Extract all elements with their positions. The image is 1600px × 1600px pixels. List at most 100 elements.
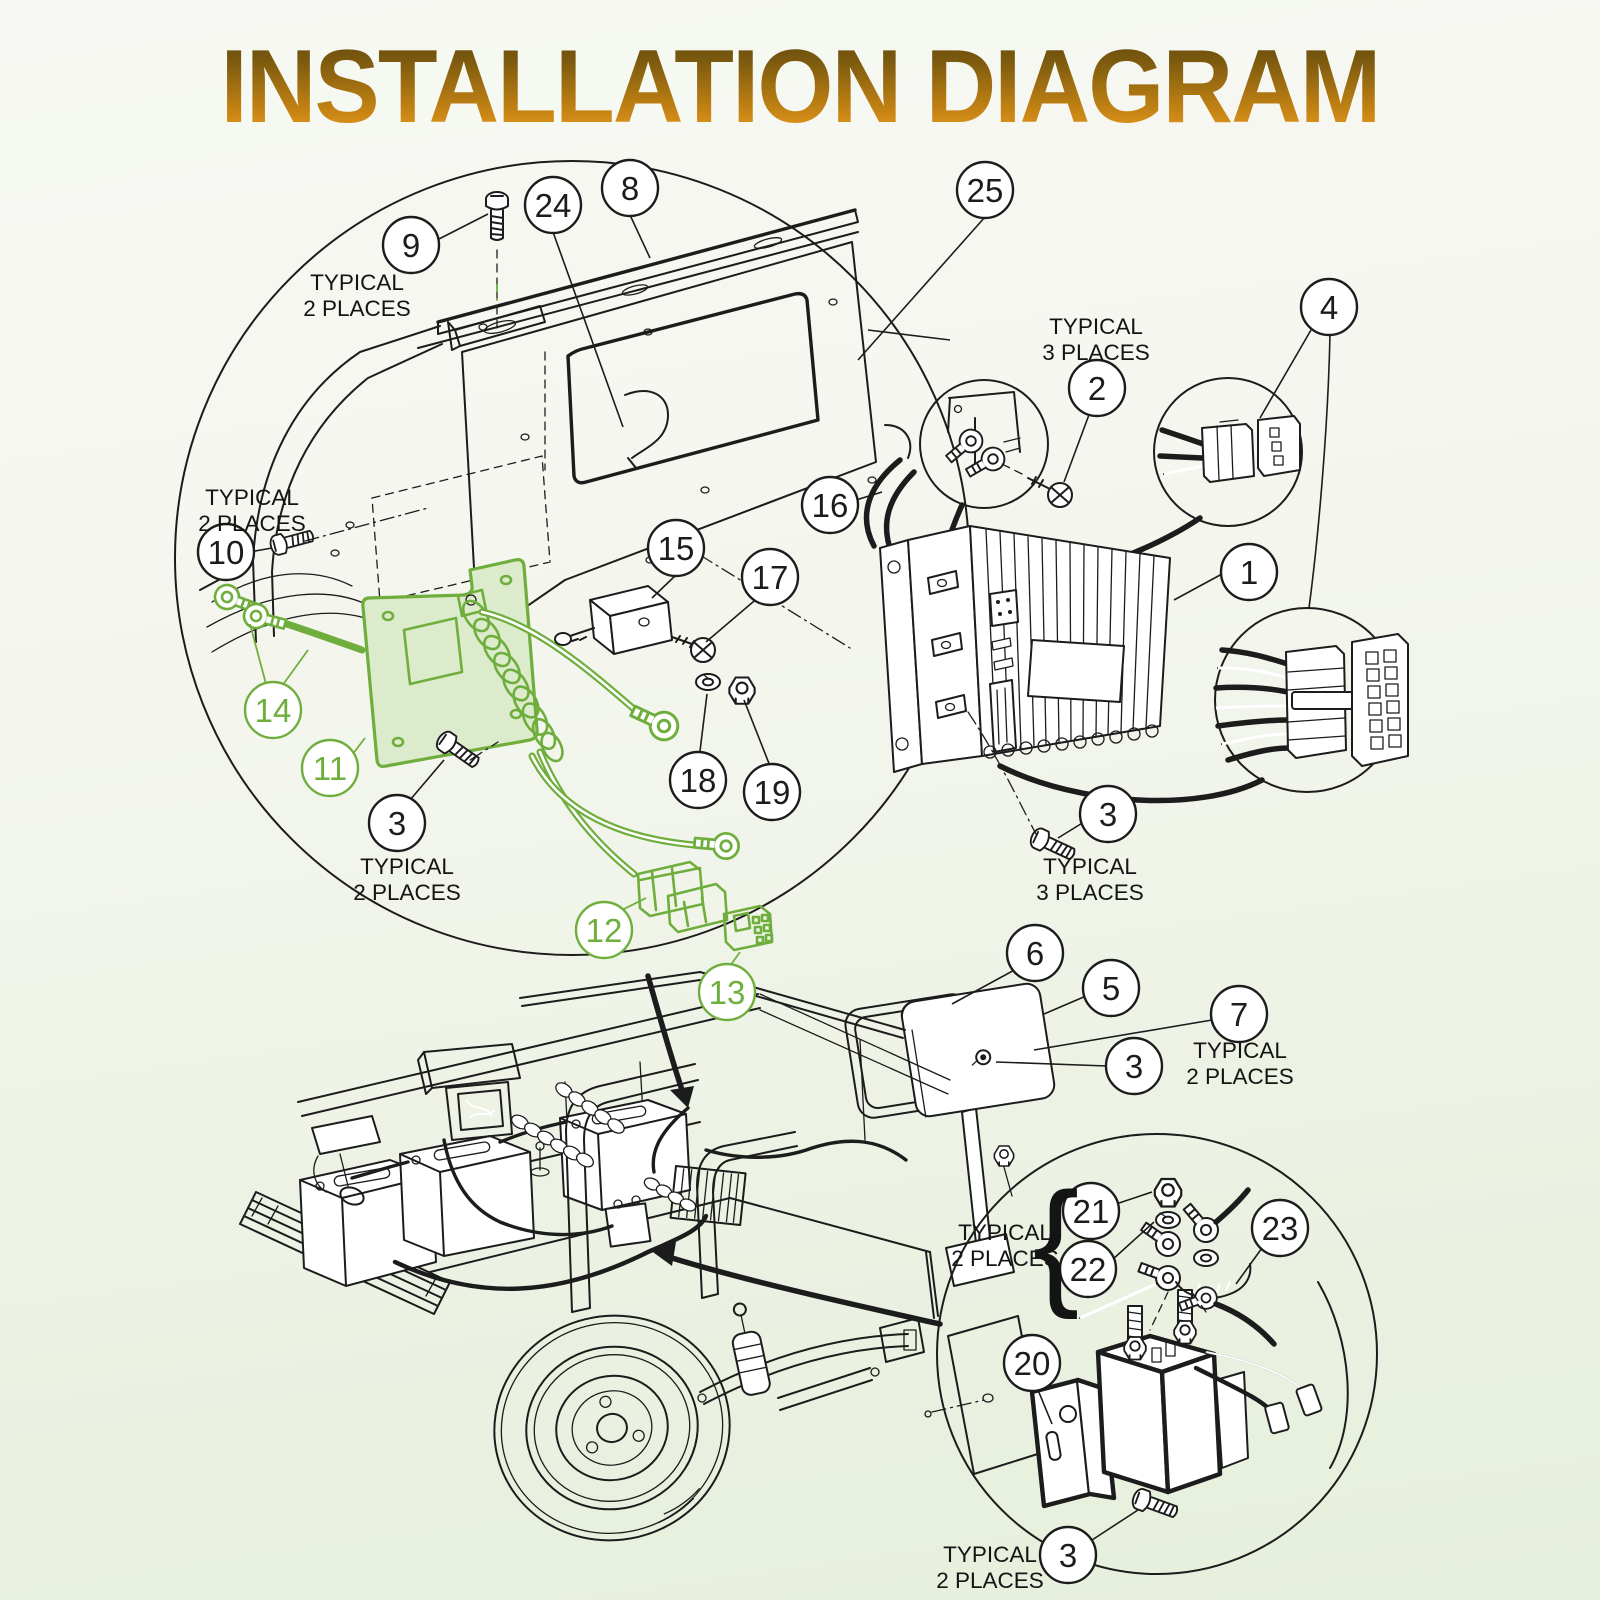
solenoid-wires (1193, 1281, 1349, 1469)
svg-text:2 PLACES: 2 PLACES (303, 296, 411, 321)
connector-part13 (722, 904, 774, 952)
svg-text:7: 7 (1230, 996, 1248, 1033)
switch-block-part15 (554, 585, 673, 655)
callout-3-obc: 3 (367, 793, 427, 853)
nut-part19 (728, 676, 756, 705)
svg-text:2 PLACES: 2 PLACES (936, 1568, 1044, 1593)
multipin-connector-inset (1213, 607, 1409, 793)
svg-text:20: 20 (1014, 1345, 1051, 1382)
svg-text:14: 14 (255, 692, 292, 729)
svg-text:15: 15 (658, 530, 695, 567)
svg-text:3: 3 (388, 805, 406, 842)
svg-text:10: 10 (208, 534, 245, 571)
svg-text:9: 9 (402, 227, 420, 264)
svg-text:3: 3 (1059, 1537, 1077, 1574)
callout-21: 21 (1061, 1181, 1121, 1241)
brace-glyph: { (1033, 1163, 1080, 1320)
callout-18: 18 (668, 750, 728, 810)
svg-text:TYPICAL: TYPICAL (205, 485, 299, 510)
bolt-part3-controller (967, 711, 1079, 866)
harness-under-controller (997, 763, 1265, 804)
svg-text:1: 1 (1240, 554, 1258, 591)
callout-12: 12 (574, 900, 634, 960)
callout-11: 11 (300, 738, 360, 798)
batteries (299, 1099, 691, 1287)
connector-part12 (636, 860, 729, 934)
svg-text:17: 17 (752, 559, 789, 596)
callout-3-controller: 3 (1078, 784, 1138, 844)
svg-text:21: 21 (1073, 1193, 1110, 1230)
controller-group (863, 377, 1409, 866)
callout-20: 20 (1002, 1333, 1062, 1393)
callout-15: 15 (646, 518, 706, 578)
cover-part5 (900, 982, 1056, 1118)
obc-plate-part11 (361, 558, 539, 768)
svg-text:3 PLACES: 3 PLACES (1036, 880, 1144, 905)
svg-text:4: 4 (1320, 289, 1338, 326)
svg-text:3: 3 (1099, 796, 1117, 833)
callout-3-solenoid: 3 (1038, 1525, 1098, 1585)
callout-3-cover: 3 (1104, 1036, 1164, 1096)
callout-19: 19 (742, 762, 802, 822)
page-title: INSTALLATION DIAGRAM (48, 28, 1552, 147)
plug-connector-inset (1153, 377, 1303, 527)
pedal-bracket (311, 1115, 381, 1206)
frame-hoops (565, 1063, 798, 1313)
bolt-part10 (267, 507, 429, 558)
svg-text:2 PLACES: 2 PLACES (1186, 1064, 1294, 1089)
svg-text:2 PLACES: 2 PLACES (353, 880, 461, 905)
washer-part18 (695, 673, 721, 691)
coiled-conduit (456, 588, 564, 763)
callout-9: 9 (381, 215, 441, 275)
callouts: 9 24 8 25 10 15 17 14 11 18 19 3 12 13 1… (196, 158, 1359, 1585)
arrow-solenoid-to-cart (669, 1255, 943, 1327)
svg-text:19: 19 (754, 774, 791, 811)
callout-5: 5 (1081, 958, 1141, 1018)
callout-22: 22 (1058, 1239, 1118, 1299)
callout-6: 6 (1005, 923, 1065, 983)
svg-text:3: 3 (1125, 1048, 1143, 1085)
svg-text:24: 24 (535, 187, 572, 224)
svg-text:22: 22 (1070, 1251, 1107, 1288)
svg-text:TYPICAL: TYPICAL (1049, 314, 1143, 339)
speed-controller-part1 (879, 525, 1171, 773)
callout-1: 1 (1219, 542, 1279, 602)
terminal-hardware (1079, 1177, 1277, 1347)
svg-text:2 PLACES: 2 PLACES (951, 1246, 1059, 1271)
arrow-harness-to-cart (645, 973, 685, 1093)
callout-16: 16 (800, 475, 860, 535)
callout-13: 13 (697, 962, 757, 1022)
svg-text:16: 16 (812, 487, 849, 524)
callout-24: 24 (523, 175, 583, 235)
top-rail-part8 (436, 208, 859, 335)
svg-text:TYPICAL: TYPICAL (958, 1220, 1052, 1245)
svg-text:25: 25 (967, 172, 1004, 209)
svg-text:13: 13 (709, 974, 746, 1011)
callout-7: 7 (1209, 984, 1269, 1044)
svg-text:8: 8 (621, 170, 639, 207)
callout-2: 2 (1067, 358, 1127, 418)
svg-text:23: 23 (1262, 1210, 1299, 1247)
svg-text:12: 12 (586, 912, 623, 949)
svg-text:6: 6 (1026, 935, 1044, 972)
panel-channel-bracket (417, 231, 859, 351)
callout-10: 10 (196, 522, 256, 582)
callout-14: 14 (243, 680, 303, 740)
callout-4: 4 (1299, 277, 1359, 337)
charger-receptacle-box (417, 1043, 521, 1141)
leader-lines (248, 213, 1331, 1541)
screw-part17 (671, 635, 716, 663)
corrugated-conduits (510, 1082, 697, 1212)
svg-text:5: 5 (1102, 970, 1120, 1007)
solenoid-body (1095, 1289, 1249, 1495)
callout-17: 17 (740, 547, 800, 607)
svg-text:TYPICAL: TYPICAL (310, 270, 404, 295)
